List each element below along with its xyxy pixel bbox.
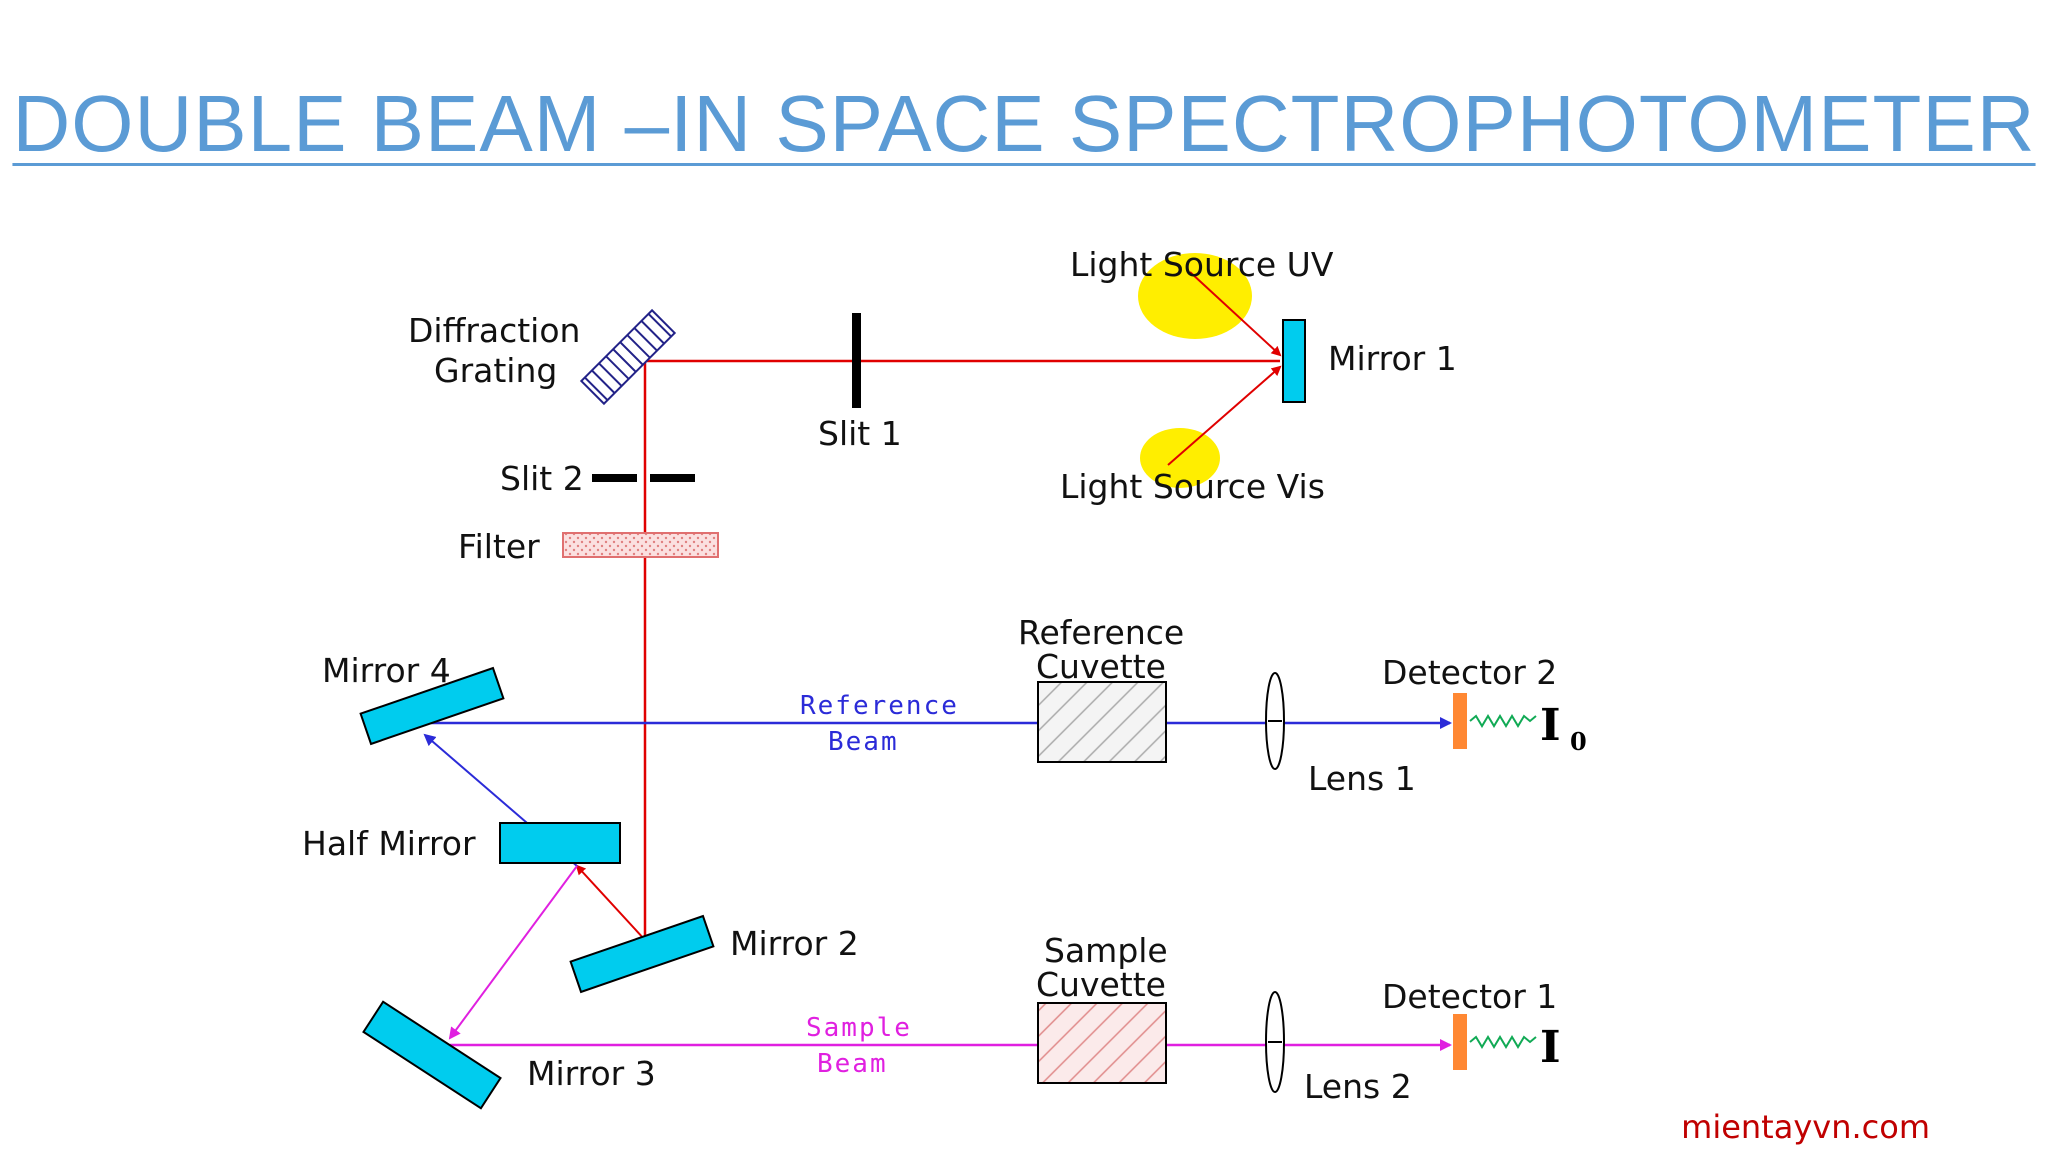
sample-cuvette [1037,1002,1167,1084]
label-lens-2: Lens 2 [1304,1067,1412,1106]
label-detector-1: Detector 1 [1382,977,1557,1016]
label-sample-cuvette-1: Sample [1044,931,1168,970]
label-sample-beam-1: Sample [806,1013,912,1043]
label-lens-1: Lens 1 [1308,759,1416,798]
label-slit-2: Slit 2 [500,459,584,498]
label-mirror-4: Mirror 4 [322,651,451,690]
label-sample-cuvette-2: Cuvette [1036,965,1166,1004]
label-diffraction-grating-2: Grating [434,351,557,390]
slit-2-right [650,474,695,482]
uv-ray [1189,271,1282,357]
half-mirror [499,822,621,864]
sample-beam-diagonal [448,865,578,1040]
slit-1 [852,313,861,408]
slit-2-left [592,474,637,482]
label-reference-beam-2: Beam [828,727,899,757]
light-source-vis [1140,428,1220,488]
label-intensity-i0-subscript: 0 [1570,727,1587,756]
detector-2 [1453,693,1467,749]
detector-1-signal [1469,1035,1537,1049]
label-reference-cuvette-1: Reference [1018,613,1184,652]
label-detector-2: Detector 2 [1382,653,1557,692]
page-title: DOUBLE BEAM –IN SPACE SPECTROPHOTOMETER [12,79,2036,168]
watermark: mientayvn.com [1681,1108,1930,1146]
vis-ray [1167,365,1282,466]
detector-1 [1453,1014,1467,1070]
mirror-2 [569,914,715,994]
label-mirror-1: Mirror 1 [1328,339,1457,378]
mirror-4 [359,666,505,746]
beam-mirror2-to-half-mirror [575,864,646,941]
label-light-source-uv: Light Source UV [1070,245,1334,284]
filter [562,532,719,558]
label-diffraction-grating-1: Diffraction [408,311,580,350]
label-mirror-2: Mirror 2 [730,924,859,963]
label-light-source-vis: Light Source Vis [1060,467,1325,506]
light-source-uv [1138,253,1252,339]
label-mirror-3: Mirror 3 [527,1054,656,1093]
label-filter: Filter [458,527,540,566]
label-half-mirror: Half Mirror [302,824,476,863]
reference-cuvette [1037,681,1167,763]
label-slit-1: Slit 1 [818,414,902,453]
mirror-3 [362,1000,502,1110]
label-reference-beam-1: Reference [800,691,959,721]
diffraction-grating [579,308,677,406]
label-reference-cuvette-2: Cuvette [1036,647,1166,686]
label-sample-beam-2: Beam [817,1049,888,1079]
label-intensity-i: I [1540,1022,1561,1073]
mirror-1 [1282,319,1306,403]
detector-2-signal [1469,714,1537,728]
label-intensity-i0: I [1540,700,1561,751]
